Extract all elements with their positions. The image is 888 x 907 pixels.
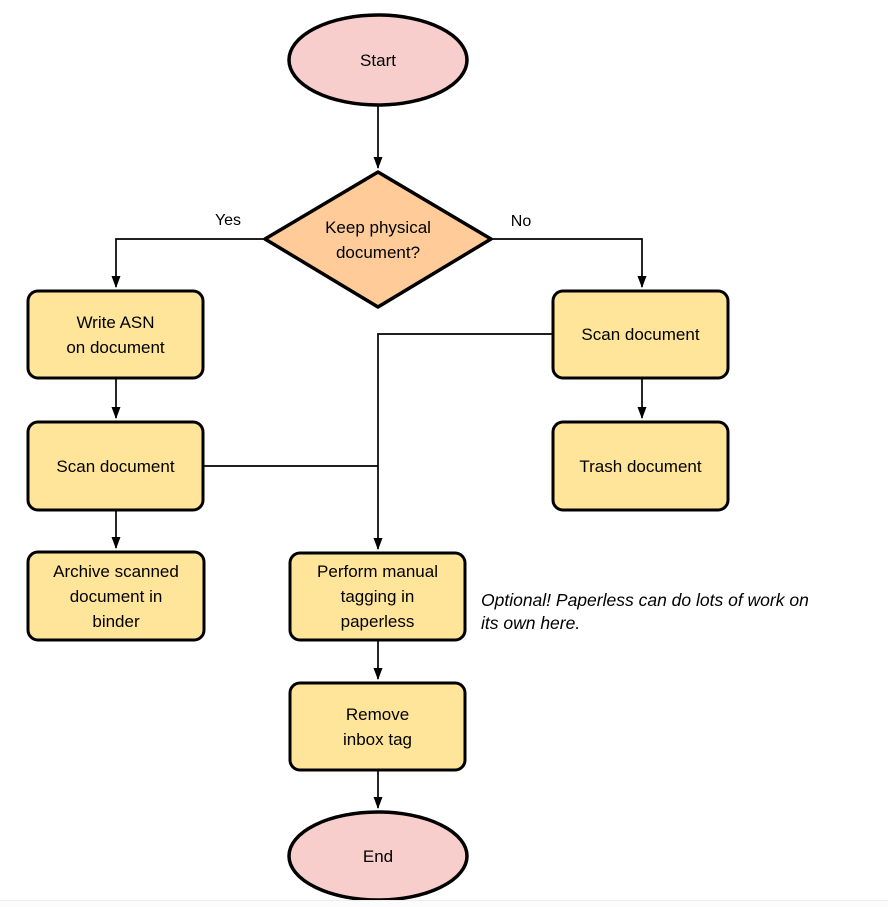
trash-box-shape — [551, 420, 730, 512]
edge-decision-no-to-scan-right — [491, 238, 647, 288]
edge-scan-right-to-tagging — [373, 333, 553, 550]
edge-decision-yes-to-write-asn — [111, 238, 265, 288]
scan-left-box-shape — [26, 420, 205, 512]
tagging-box-shape — [288, 551, 467, 642]
scan-right-box-shape — [551, 289, 730, 380]
end-terminal-shape — [287, 810, 469, 902]
write-asn-box-shape — [26, 289, 205, 380]
bottom-edge-line — [0, 900, 888, 901]
below-edge-strip — [0, 901, 888, 907]
start-terminal-shape — [287, 13, 469, 107]
remove-inbox-box-shape — [288, 681, 467, 772]
decision-diamond-shape — [263, 170, 493, 309]
archive-box-shape — [26, 550, 206, 642]
